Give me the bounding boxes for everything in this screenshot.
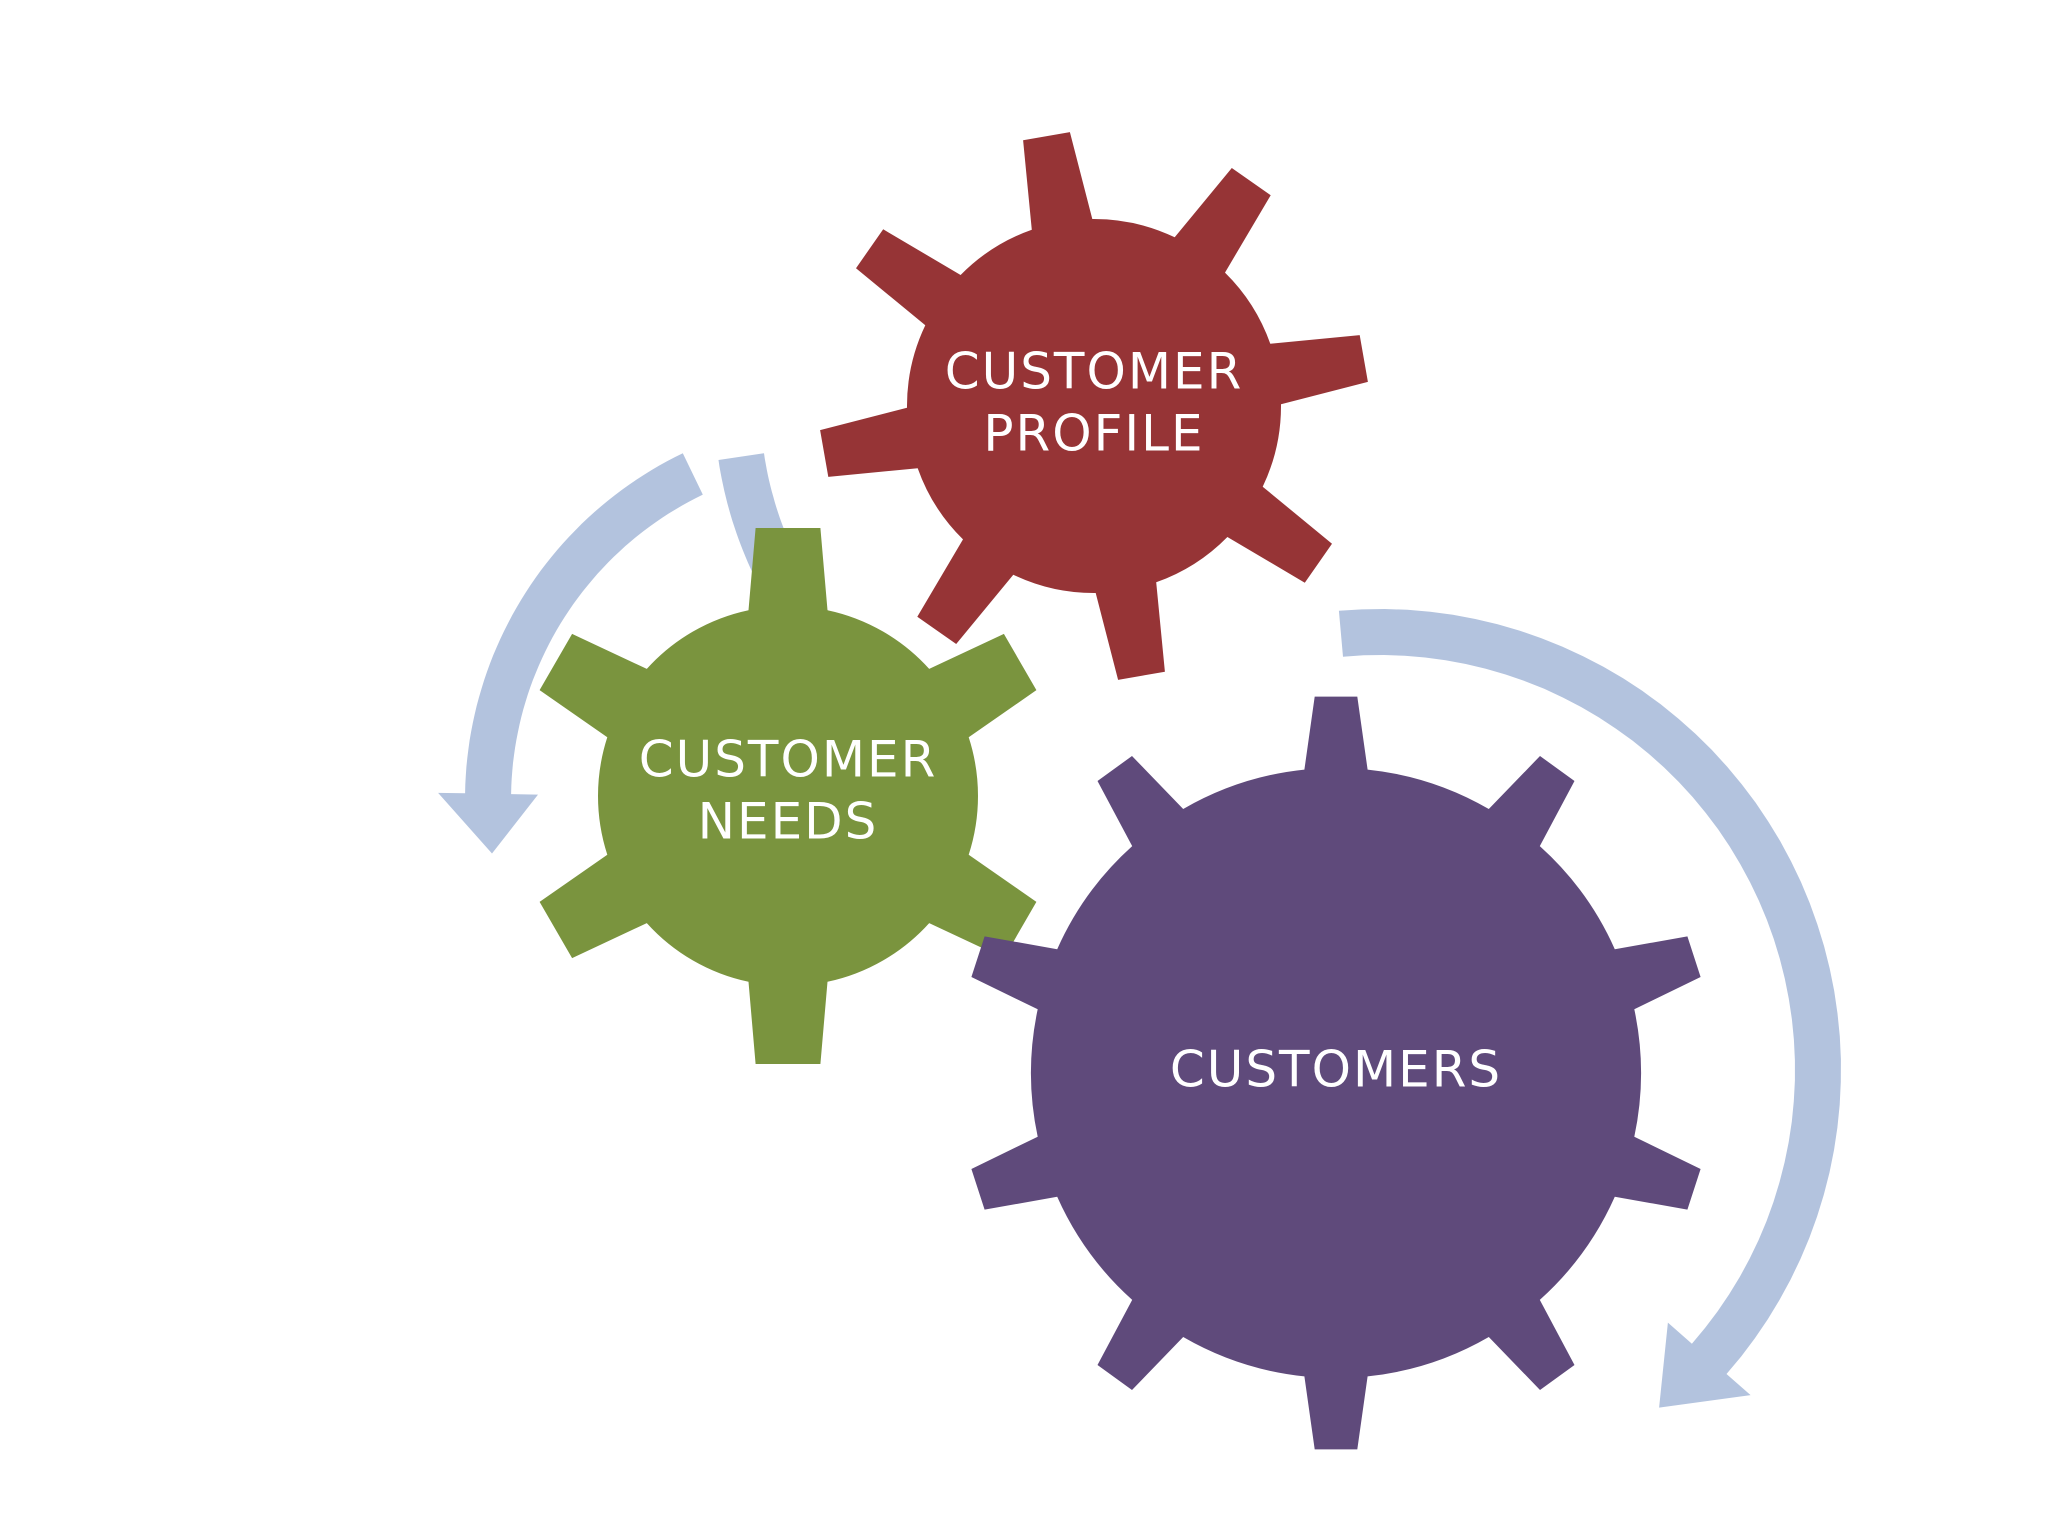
arrow-right-large <box>1338 609 1841 1408</box>
gear-customer-needs: CUSTOMER NEEDS <box>539 528 1037 1064</box>
gear-customers: CUSTOMERS <box>971 696 1701 1450</box>
gear-customer-profile-label-line-1: CUSTOMER <box>945 343 1244 401</box>
gear-customers-shape <box>971 696 1701 1450</box>
gear-customer-needs-label-line-2: NEEDS <box>698 793 879 851</box>
gear-customers-label: CUSTOMERS <box>1170 1041 1502 1099</box>
gear-customer-needs-label-line-1: CUSTOMER <box>639 731 938 789</box>
arrow-left-middle <box>438 453 703 854</box>
gears: CUSTOMER PROFILE CUSTOMER NEEDS CUSTOMER… <box>539 132 1701 1450</box>
gear-customer-needs-shape <box>539 528 1037 1064</box>
gear-customer-profile-label-line-2: PROFILE <box>983 405 1204 463</box>
gear-customer-profile-shape <box>820 132 1368 680</box>
gear-customer-profile: CUSTOMER PROFILE <box>820 132 1368 680</box>
